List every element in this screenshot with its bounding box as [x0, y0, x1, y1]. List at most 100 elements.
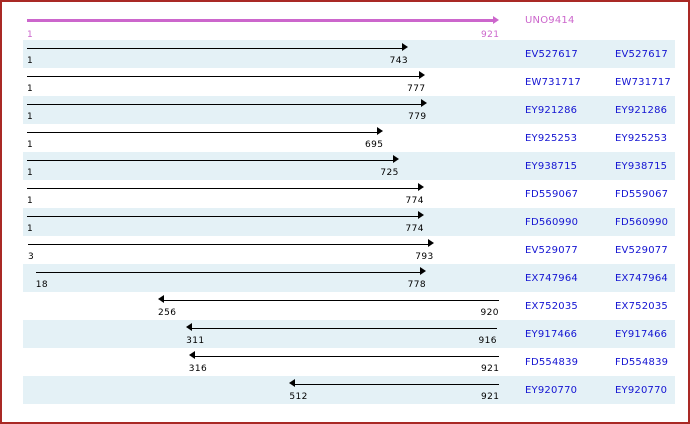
hit-accession-label-1[interactable]: FD559067 — [525, 189, 579, 200]
arrowhead-right-icon — [417, 183, 424, 191]
hit-accession-label-1[interactable]: EW731717 — [525, 77, 581, 88]
hit-accession-label-2[interactable]: EX747964 — [615, 273, 668, 284]
row-stripe — [23, 208, 675, 236]
arrowhead-right-icon — [420, 99, 427, 107]
row-stripe — [23, 376, 675, 404]
hit-accession-label-1[interactable]: EV527617 — [525, 49, 578, 60]
hit-accession-label-2[interactable]: EY920770 — [615, 385, 668, 396]
coordinate-end: 920 — [480, 308, 499, 318]
hit-accession-label-2[interactable]: FD559067 — [615, 189, 669, 200]
hit-alignment-line — [192, 328, 497, 329]
hit-accession-label-1[interactable]: EY921286 — [525, 105, 578, 116]
hit-accession-label-2[interactable]: EY925253 — [615, 133, 668, 144]
hit-accession-label-2[interactable]: EY938715 — [615, 161, 668, 172]
row-stripe — [23, 320, 675, 348]
coordinate-start: 1 — [27, 196, 34, 206]
hit-alignment-line — [27, 104, 421, 105]
coordinate-end: 921 — [481, 364, 500, 374]
hit-accession-label-1[interactable]: EV529077 — [525, 245, 578, 256]
hit-alignment-line — [194, 356, 500, 357]
coordinate-end: 779 — [408, 112, 427, 122]
coordinate-start: 1 — [27, 112, 34, 122]
hit-alignment-line — [27, 188, 418, 189]
hit-alignment-line — [27, 160, 393, 161]
coordinate-end: 793 — [415, 252, 434, 262]
coordinate-end: 774 — [405, 196, 424, 206]
coordinate-start: 256 — [157, 308, 177, 318]
arrowhead-left-icon — [186, 323, 193, 331]
arrowhead-right-icon — [419, 267, 426, 275]
hit-track: 311 916 — [2, 320, 688, 348]
hit-accession-label-1[interactable]: FD554839 — [525, 357, 579, 368]
hit-alignment-line — [27, 216, 418, 217]
coordinate-start: 1 — [27, 140, 34, 150]
arrowhead-left-icon — [157, 295, 164, 303]
row-stripe — [23, 96, 675, 124]
hit-accession-label-2[interactable]: EV529077 — [615, 245, 668, 256]
coordinate-start: 1 — [27, 168, 34, 178]
coordinate-end: 777 — [407, 84, 426, 94]
hit-accession-label-1[interactable]: EX747964 — [525, 273, 578, 284]
coordinate-end: 695 — [364, 140, 384, 150]
coordinate-end: 774 — [405, 224, 424, 234]
arrowhead-right-icon — [417, 211, 424, 219]
hit-accession-label-2[interactable]: FD560990 — [615, 217, 669, 228]
hit-alignment-line — [295, 384, 500, 385]
arrowhead-right-icon — [392, 155, 399, 163]
arrowhead-right-icon — [402, 43, 409, 51]
hit-accession-label-1[interactable]: EX752035 — [525, 301, 578, 312]
coordinate-end: 725 — [380, 168, 399, 178]
coordinate-start: 18 — [35, 280, 48, 290]
hit-track: 18 778 — [2, 264, 688, 292]
coordinate-start: 311 — [186, 336, 205, 346]
row-stripe — [23, 152, 675, 180]
hit-track: 256 920 — [2, 292, 688, 320]
coordinate-end: 778 — [407, 280, 426, 290]
hit-accession-label-2[interactable]: EV527617 — [615, 49, 668, 60]
hit-alignment-line — [27, 48, 403, 49]
coordinate-start: 1 — [27, 84, 34, 94]
hit-accession-label-1[interactable]: EY920770 — [525, 385, 578, 396]
hit-track: 3 793 — [2, 236, 688, 264]
arrowhead-right-icon — [427, 239, 434, 247]
row-stripe — [23, 264, 675, 292]
hit-accession-label-2[interactable]: EW731717 — [615, 77, 671, 88]
arrowhead-left-icon — [188, 351, 195, 359]
hit-accession-label-1[interactable]: FD560990 — [525, 217, 579, 228]
arrowhead-right-icon — [419, 71, 426, 79]
arrowhead-right-icon — [493, 16, 500, 24]
hit-alignment-line — [163, 300, 499, 301]
hit-accession-label-1[interactable]: EY925253 — [525, 133, 578, 144]
coordinate-start: 512 — [289, 392, 308, 402]
hit-alignment-line — [27, 132, 378, 133]
hit-accession-label-1[interactable]: EY917466 — [525, 329, 578, 340]
arrowhead-right-icon — [377, 127, 384, 135]
query-alignment-bar — [27, 19, 494, 22]
coordinate-start: 1 — [27, 30, 34, 40]
hit-alignment-line — [27, 76, 420, 77]
hit-accession-label-2[interactable]: EY917466 — [615, 329, 668, 340]
coordinate-end: 921 — [481, 392, 500, 402]
coordinate-end: 916 — [478, 336, 497, 346]
row-stripe — [23, 40, 675, 68]
hit-track: 512 921 — [2, 376, 688, 404]
hit-accession-label-2[interactable]: FD554839 — [615, 357, 669, 368]
hit-accession-label-2[interactable]: EY921286 — [615, 105, 668, 116]
hit-alignment-line — [28, 244, 428, 245]
hit-alignment-line — [35, 272, 420, 273]
coordinate-start: 3 — [28, 252, 35, 262]
hit-accession-label-1[interactable]: EY938715 — [525, 161, 578, 172]
hit-accession-label-2[interactable]: EX752035 — [615, 301, 668, 312]
coordinate-start: 1 — [27, 56, 34, 66]
coordinate-end: 743 — [389, 56, 409, 66]
